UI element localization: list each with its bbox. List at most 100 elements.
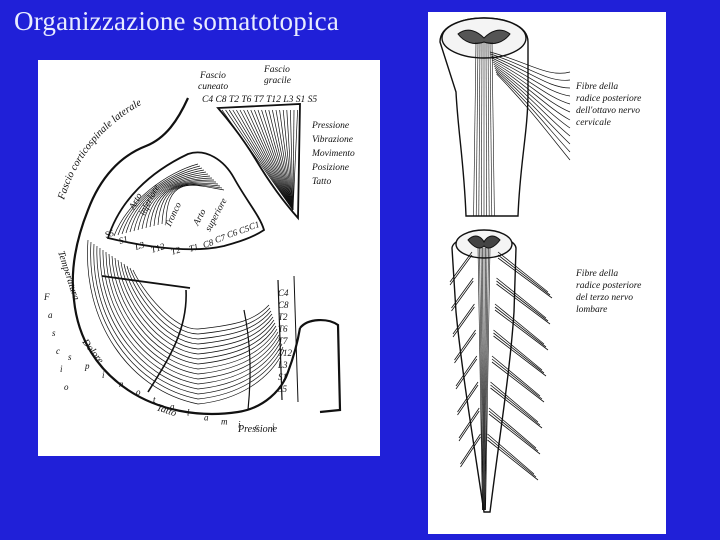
ring-segment-label: S5 <box>104 227 116 239</box>
cervical-fiber <box>495 69 571 145</box>
lumbar-root-fiber <box>488 407 537 449</box>
cervical-fiber <box>494 67 571 137</box>
spinal-cord-longitudinal-panel: Fibre della radice posteriore dell'ottav… <box>428 12 666 534</box>
lumbar-root-fiber <box>452 303 475 335</box>
horn-hatch-line <box>121 167 203 235</box>
tract-line <box>489 41 493 217</box>
ring-hatch-line <box>102 249 280 380</box>
tract-line <box>484 247 488 511</box>
lumbar-root-fiber <box>494 306 547 348</box>
vertical-label-letters: Fascio <box>43 292 69 392</box>
ring-segment-label: S1 <box>118 234 130 246</box>
longitudinal-diagram: Fibre della radice posteriore dell'ottav… <box>439 17 641 513</box>
lumbar-root-fiber <box>490 384 541 426</box>
hatch-line <box>250 109 294 211</box>
strip-line <box>293 275 299 403</box>
label-dolore: Dolore <box>79 336 106 366</box>
lumbar-root-fiber <box>452 306 475 338</box>
lumbar-root-fiber <box>490 381 539 423</box>
cervical-fiber-label: Fibre della radice posteriore dell'ottav… <box>575 82 641 128</box>
lumbar-root-fiber <box>449 251 473 283</box>
label-pressione-lower: Pressione <box>237 424 278 435</box>
hatch-line <box>292 109 298 211</box>
svg-text:radice posteriore: radice posteriore <box>576 94 641 104</box>
bottom-letter: i <box>102 370 105 380</box>
bottom-letter: t <box>153 395 156 405</box>
dorsal-column-wedge <box>216 103 301 221</box>
ring-hatch-line <box>114 257 276 360</box>
lower-gray-matter <box>467 235 501 249</box>
side-segment-label: C4 <box>278 288 289 298</box>
side-segment-label: C8 <box>278 300 289 310</box>
ring-segment-label: T2 <box>170 244 183 257</box>
hatch-line <box>264 109 294 211</box>
sensation-label: Pressione <box>311 121 349 131</box>
ring-segment-label: C5 <box>238 223 252 236</box>
vertical-letter: s <box>52 328 56 338</box>
label-fascio-cuneato-1: Fascio <box>199 71 226 81</box>
hatch-line <box>221 109 294 211</box>
bottom-letter: i <box>272 422 275 432</box>
hatch-line <box>286 109 294 211</box>
divider-line <box>243 309 251 411</box>
ring-hatch-line <box>93 243 283 395</box>
svg-text:lombare: lombare <box>576 305 607 315</box>
lumbar-root-fiber <box>460 436 481 468</box>
tract-line <box>485 41 487 217</box>
tract-line <box>485 247 491 511</box>
lumbar-root-fiber <box>449 254 473 286</box>
lumbar-root-fiber <box>487 439 539 481</box>
hatch-line <box>292 109 295 211</box>
spinal-cord-cross-section-panel: Fascio cuneato Fascio gracile C4 C8 T2 T… <box>38 60 380 456</box>
cervical-fiber <box>493 65 571 129</box>
horn-hatch-line <box>125 169 205 234</box>
lumbar-root-fiber <box>488 410 539 452</box>
lumbar-root-fiber <box>494 303 545 345</box>
svg-text:radice posteriore: radice posteriore <box>576 281 641 291</box>
side-segment-label: S1 <box>278 372 287 382</box>
ring-hatching <box>87 239 285 405</box>
horn-hatch-line <box>149 181 217 228</box>
horn-hatch-line <box>165 184 225 224</box>
svg-text:Fibre della: Fibre della <box>575 82 618 92</box>
horn-hatch-line <box>117 165 201 236</box>
sensation-list: PressioneVibrazioneMovimentoPosizioneTat… <box>311 121 355 187</box>
tract-line <box>478 41 481 217</box>
bottom-letter: i <box>238 420 241 430</box>
wedge-hatching <box>221 109 298 211</box>
side-segment-label: T2 <box>278 312 288 322</box>
cervical-fiber <box>491 55 571 89</box>
svg-text:Fibre della: Fibre della <box>575 269 618 279</box>
ring-hatch-line <box>123 263 273 345</box>
ring-hatch-line <box>111 255 277 365</box>
ring-hatch-line <box>99 247 281 385</box>
svg-text:cervicale: cervicale <box>576 118 611 128</box>
lumbar-root-fiber <box>487 433 535 475</box>
label-segments-top: C4 C8 T2 T6 T7 T12 L3 S1 S5 <box>202 95 317 105</box>
cervical-fiber <box>496 73 571 161</box>
horn-hatching <box>113 163 225 237</box>
gray-matter-outline <box>71 97 342 415</box>
hatch-line <box>246 109 294 211</box>
dorsal-horn-outline <box>106 151 266 251</box>
ring-hatch-line <box>105 251 279 375</box>
upper-gray-matter <box>457 29 511 45</box>
lumbar-root-fiber <box>496 277 547 319</box>
hatch-line <box>290 109 294 211</box>
tract-line <box>479 247 484 511</box>
cervical-fiber <box>492 59 571 105</box>
ring-hatch-line <box>90 241 284 400</box>
svg-text:dell'ottavo nervo: dell'ottavo nervo <box>576 106 640 116</box>
hatch-line <box>268 109 294 211</box>
hatch-line <box>282 109 294 211</box>
hatch-line <box>257 109 294 211</box>
ring-segment-label: C6 <box>226 227 240 240</box>
lumbar-root-fiber <box>455 355 478 387</box>
tract-lines <box>473 41 495 511</box>
cervical-fiber <box>489 51 571 74</box>
lumbar-root-fiber <box>454 329 476 361</box>
horn-hatch-line <box>157 183 221 226</box>
lumbar-root-fiber <box>458 410 480 442</box>
ring-hatch-line <box>96 245 282 390</box>
